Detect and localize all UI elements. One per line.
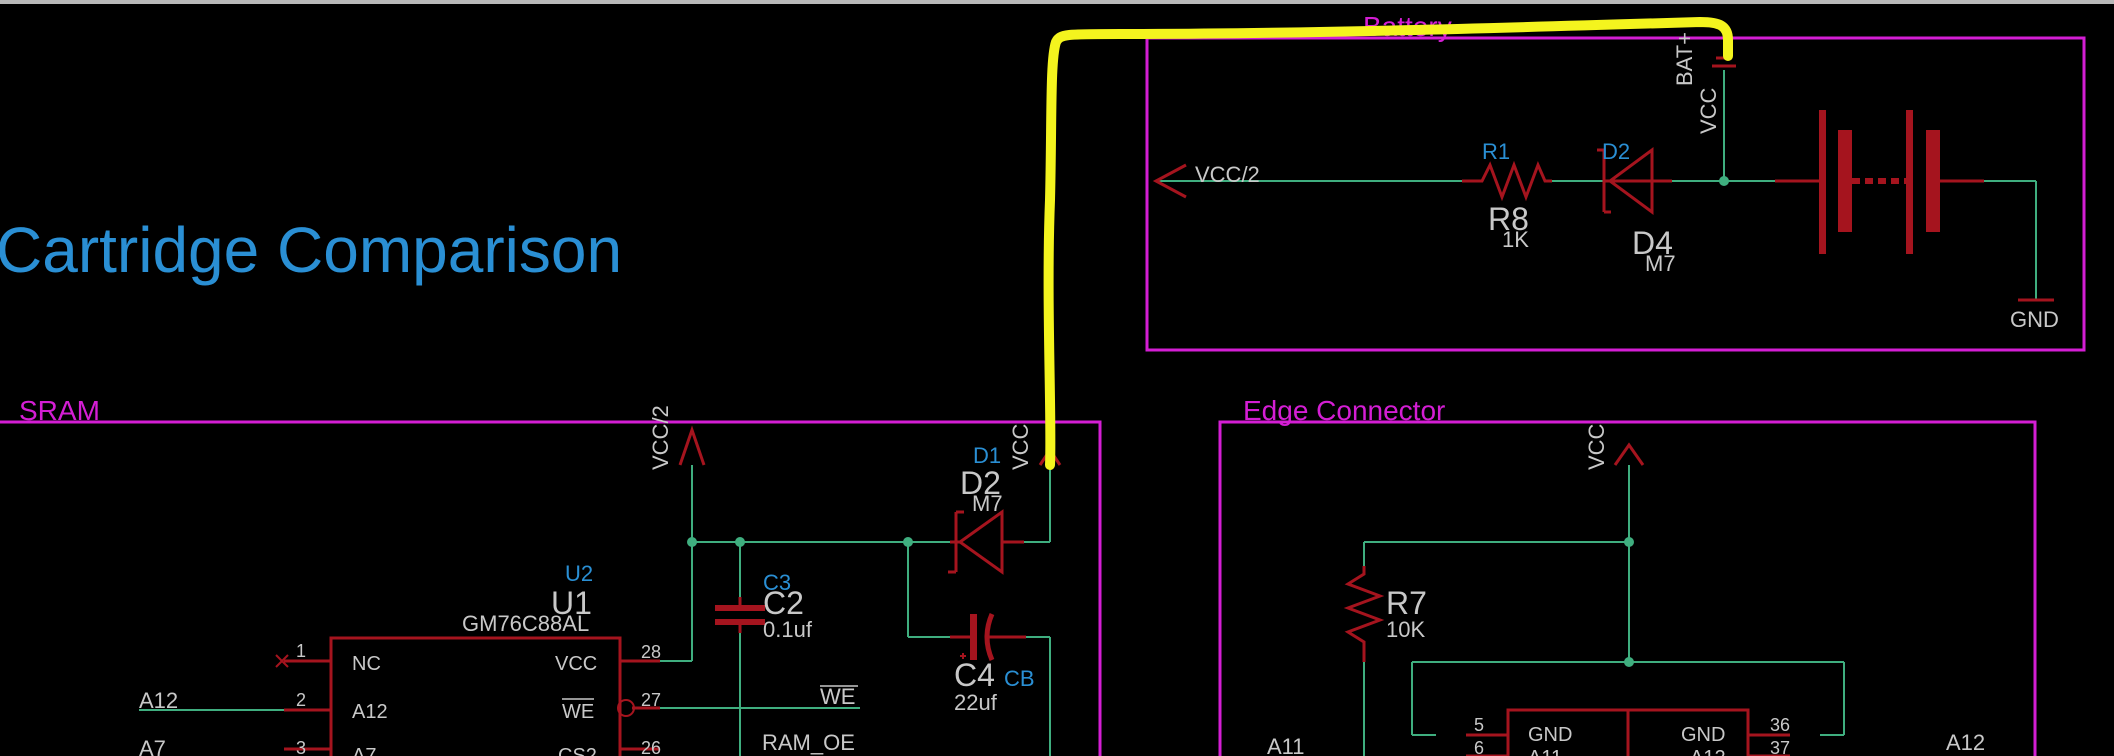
edge-vcc-label: VCC	[1584, 423, 1609, 470]
sram-vcc-half-arrow-icon	[678, 425, 706, 466]
c4-value: 22uf	[954, 690, 998, 715]
sram-section: SRAM VCC/2 VCC	[0, 395, 1102, 756]
page-title: Cartridge Comparison	[0, 214, 622, 286]
sram-vcc-label: VCC	[1008, 423, 1033, 470]
u1-pin27-name: WE	[562, 701, 594, 723]
sram-frame	[0, 420, 1102, 756]
highlight-stroke	[1043, 17, 1733, 470]
sram-a7-net-label: A7	[139, 736, 166, 756]
window-top-edge	[0, 0, 2114, 4]
u1-pin27-number: 27	[641, 690, 661, 710]
u1-pin1-number: 1	[296, 641, 306, 661]
u1-pin28-name: VCC	[555, 653, 597, 675]
edge-vcc-arrow-icon	[1613, 442, 1645, 466]
vcc-half-arrow-icon	[1152, 163, 1187, 199]
bat-plus-terminal-icon	[1712, 56, 1736, 68]
sram-wires	[139, 465, 1051, 756]
d4-value: M7	[1645, 251, 1676, 276]
edge-pin5-number: 5	[1474, 715, 1484, 735]
battery-wires	[1158, 70, 2037, 300]
c2-label: C2	[763, 585, 804, 621]
battery-junction	[1719, 176, 1729, 186]
u1-label: U1	[551, 585, 592, 621]
u1-pin1-name: NC	[352, 653, 381, 675]
edge-pin6-number: 6	[1474, 738, 1484, 756]
bat-plus-label: BAT+	[1672, 32, 1697, 86]
sram-a12-net-label: A12	[139, 688, 178, 713]
c2-capacitor-symbol	[715, 597, 765, 633]
r7-value: 10K	[1386, 617, 1425, 642]
u1-pin26-name: CS2	[558, 745, 597, 756]
d2-battery-label: D2	[1602, 139, 1630, 164]
edge-connector-pins	[1466, 733, 1790, 756]
d1-label: D1	[973, 443, 1001, 468]
u1-pin26-number: 26	[641, 738, 661, 756]
sram-d2-diode-symbol	[948, 509, 1024, 575]
sram-vcc-half-label: VCC/2	[648, 405, 673, 470]
u1-part-number: GM76C88AL	[462, 611, 589, 636]
c4-capacitor-symbol	[950, 613, 1026, 661]
edge-frame	[1218, 420, 2037, 756]
r7-resistor-symbol	[1343, 566, 1385, 662]
ram-oe-net-label: RAM_OE	[762, 730, 855, 755]
edge-pin6-name: A11	[1528, 747, 1562, 756]
sram-section-label: SRAM	[19, 395, 100, 426]
u1-pin28-number: 28	[641, 642, 661, 662]
battery-vcc-half-label: VCC/2	[1195, 162, 1260, 187]
d4-diode-symbol	[1597, 147, 1672, 215]
u1-pin2-name: A12	[352, 701, 388, 723]
sram-d2-value: M7	[972, 491, 1003, 516]
u1-pin2-number: 2	[296, 690, 306, 710]
r8-value: 1K	[1502, 227, 1529, 252]
edge-connector-section: Edge Connector VCC R7 10K	[1218, 395, 2037, 756]
u1-left-pins	[284, 659, 331, 751]
cb-label: CB	[1004, 666, 1035, 691]
u1-pin3-name: A7	[352, 745, 376, 756]
edge-a11-net-label: A11	[1267, 734, 1305, 756]
edge-a12-net-label: A12	[1946, 730, 1985, 755]
edge-section-label: Edge Connector	[1243, 395, 1445, 426]
u1-right-pins	[617, 659, 660, 751]
battery-cell-symbol	[1775, 110, 1984, 254]
edge-pin37-number: 37	[1770, 738, 1790, 756]
r8-resistor-symbol	[1462, 160, 1552, 202]
edge-pin5-name: GND	[1528, 724, 1572, 746]
c4-label: C4	[954, 657, 995, 693]
d4-label: D4	[1632, 225, 1673, 261]
battery-section: Battery VCC/2 R1 R8 1K D2 D4 M7 V	[1145, 11, 2086, 352]
edge-pin37-name: A12	[1690, 747, 1726, 756]
c2-value: 0.1uf	[763, 617, 813, 642]
sram-d2-label: D2	[960, 465, 1001, 501]
edge-wires	[1363, 465, 1845, 756]
r7-label: R7	[1386, 585, 1427, 621]
c3-label: C3	[763, 570, 791, 595]
edge-pin36-number: 36	[1770, 715, 1790, 735]
nc-cross-icon	[275, 654, 289, 668]
u1-pin3-number: 3	[296, 738, 306, 756]
u2-label: U2	[565, 561, 593, 586]
r8-label: R8	[1488, 201, 1529, 237]
battery-frame	[1145, 36, 2086, 352]
r1-label: R1	[1482, 139, 1510, 164]
edge-pin36-name: GND	[1681, 724, 1725, 746]
we-net-label: WE	[820, 684, 855, 709]
battery-gnd-label: GND	[2010, 307, 2059, 332]
battery-vcc-label: VCC	[1696, 87, 1721, 134]
